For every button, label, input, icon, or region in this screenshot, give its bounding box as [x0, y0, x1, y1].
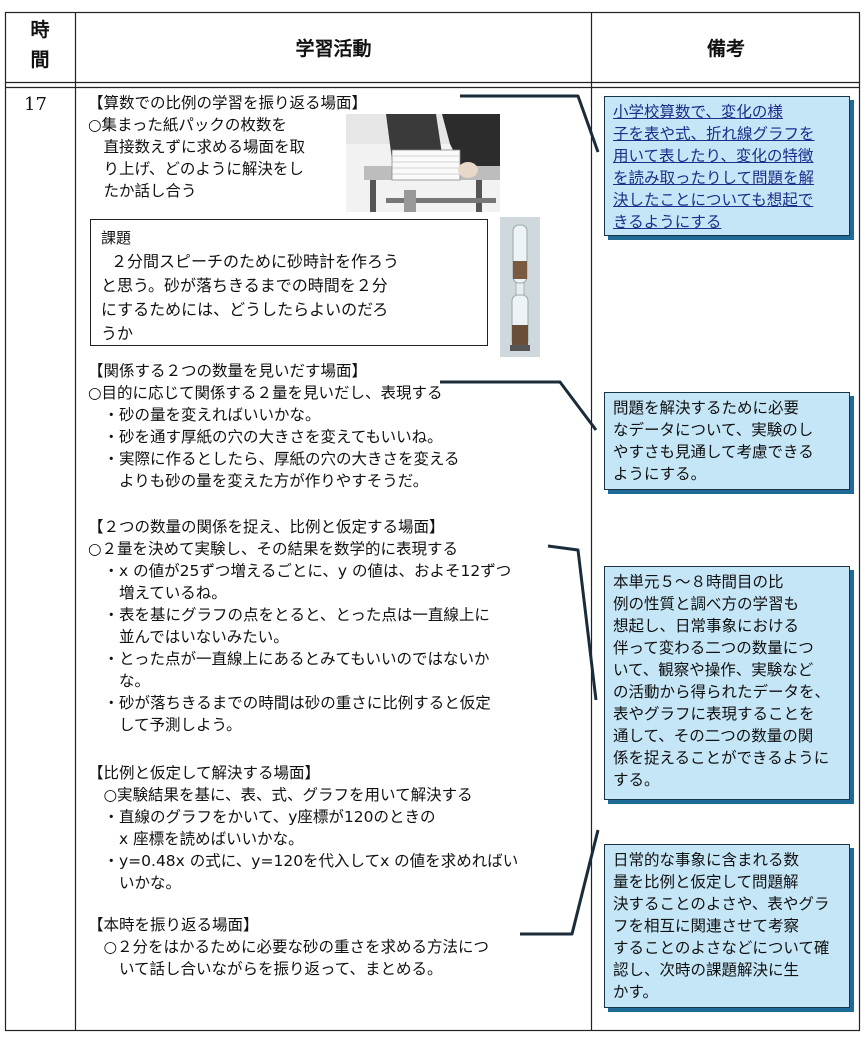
header-activity: 学習活動 — [295, 38, 372, 60]
task-line: うか — [101, 324, 134, 343]
section-title: 【本時を振り返る場面】 — [88, 916, 259, 934]
header-time: 時 間 — [30, 19, 50, 71]
section-line: ○２量を決めて実験し、その結果を数学的に表現する — [88, 540, 459, 558]
section-line: たか話し合う — [88, 182, 197, 200]
section-line: ・砂を通す厚紙の穴の大きさを変えてもいいね。 — [88, 428, 443, 446]
section-line: ○実験結果を基に、表、式、グラフを用いて解決する — [88, 786, 473, 804]
section-line: ○目的に応じて関係する２量を見いだし、表現する — [88, 384, 443, 402]
period-number: 17 — [24, 94, 47, 115]
note-value-of-proportion: 日常的な事象に含まれる数 量を比例と仮定して問題解 決することのよさや、表やグラ… — [604, 844, 850, 1008]
section-line: よりも砂の量を変えた方が作りやすそうだ。 — [88, 472, 429, 490]
connector-line — [440, 380, 598, 431]
section-line: ・x の値が25ずつ増えるごとに、y の値は、およそ12ずつ — [88, 562, 512, 580]
section-line: ・表を基にグラフの点をとると、とった点は一直線上に — [88, 606, 490, 624]
section-line: ・砂の量を変えればいいかな。 — [88, 406, 321, 424]
section-title: 【比例と仮定して解決する場面】 — [88, 764, 321, 782]
section-line: して予測しよう。 — [88, 716, 242, 734]
section-line: ・y=0.48x の式に、y=120を代入してx の値を求めればい — [88, 852, 519, 870]
task-line: にするためには、どうしたらよいのだろ — [101, 300, 389, 319]
section-title: 【２つの数量の関係を捉え、比例と仮定する場面】 — [88, 518, 445, 536]
section-title: 【算数での比例の学習を振り返る場面】 — [88, 94, 368, 112]
section-line: ○２分をはかるために必要な砂の重さを求める方法につ — [88, 938, 490, 956]
section-line: 増えているね。 — [88, 584, 227, 602]
section-line: x 座標を読めばいいかな。 — [88, 830, 304, 848]
section-line: な。 — [88, 672, 151, 690]
section-line: いかな。 — [88, 874, 182, 892]
section-line: 並んではいないみたい。 — [88, 628, 289, 646]
hourglass-photo — [500, 217, 540, 357]
section-line: ・実際に作るとしたら、厚紙の穴の大きさを変える — [88, 450, 460, 468]
note-unit-recall: 本単元５～８時間目の比 例の性質と調べ方の学習も 想起し、日常事象における 伴っ… — [604, 566, 850, 800]
section-line: ○集まった紙パックの枚数を — [88, 116, 287, 134]
section-line: 直接数えずに求める場面を取 — [88, 138, 306, 156]
section-line: ・直線のグラフをかいて、y座標が120のときの — [88, 808, 436, 826]
section-line: いて話し合いながらを振り返って、まとめる。 — [88, 960, 443, 978]
section-line: り上げ、どのように解決をし — [88, 160, 304, 178]
header-remarks: 備考 — [706, 38, 745, 60]
task-line: と思う。砂が落ちきるまでの時間を２分 — [101, 276, 388, 295]
connector-line — [520, 829, 600, 936]
task-line: ２分間スピーチのために砂時計を作ろう — [111, 252, 400, 271]
student-stacking-paper-packs-photo — [346, 114, 500, 212]
note-recall-elementary: 小学校算数で、変化の様 子を表や式、折れ線グラフを 用いて表したり、変化の特徴 … — [604, 96, 850, 236]
note-data-consideration: 問題を解決するために必要 なデータについて、実験のし やすさも見通して考慮できる… — [604, 392, 850, 490]
connector-line — [547, 544, 598, 701]
section-line: ・とった点が一直線上にあるとみてもいいのではないか — [88, 650, 490, 668]
task-box: 課題 ２分間スピーチのために砂時計を作ろう と思う。砂が落ちきるまでの時間を２分… — [90, 219, 488, 346]
task-label: 課題 — [101, 229, 132, 247]
connector-line — [460, 94, 600, 153]
section-title: 【関係する２つの数量を見いだす場面】 — [88, 362, 368, 380]
section-line: ・砂が落ちきるまでの時間は砂の重さに比例すると仮定 — [88, 694, 491, 712]
